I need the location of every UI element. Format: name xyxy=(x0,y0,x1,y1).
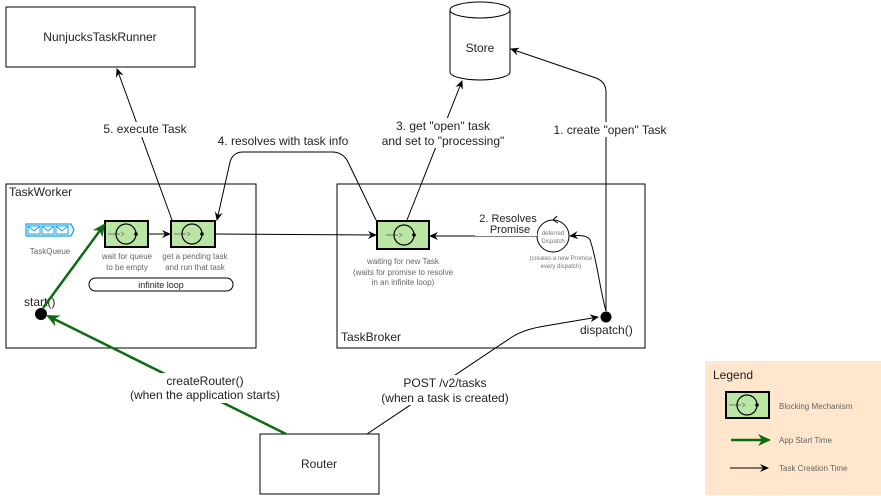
edge-get-open-task xyxy=(406,80,463,221)
svg-text:(when the application starts): (when the application starts) xyxy=(130,388,280,402)
waiting-caption-3: in an infinite loop) xyxy=(372,278,435,287)
dispatch-node[interactable]: dispatch() xyxy=(580,311,633,338)
legend-item-blocking: Blocking Mechanism xyxy=(725,391,853,419)
legend-title: Legend xyxy=(713,368,753,382)
cycle-arrow-icon xyxy=(552,215,559,224)
store-node[interactable]: Store xyxy=(449,1,511,81)
router-node[interactable]: Router xyxy=(259,433,380,495)
dispatch-label: dispatch() xyxy=(580,323,633,337)
start-label: start() xyxy=(24,295,55,309)
edge-start-to-wait xyxy=(41,223,106,309)
svg-text:POST /v2/tasks: POST /v2/tasks xyxy=(403,376,486,390)
svg-text:Blocking Mechanism: Blocking Mechanism xyxy=(779,402,853,411)
svg-text:4. resolves with task info: 4. resolves with task info xyxy=(218,134,349,148)
task-queue-icon xyxy=(25,223,75,237)
wait-queue-caption-1: wait for queue xyxy=(101,252,153,261)
task-worker-label: TaskWorker xyxy=(9,185,72,199)
svg-text:(when a task is created): (when a task is created) xyxy=(381,391,508,405)
nunjucks-task-runner-node[interactable]: NunjucksTaskRunner xyxy=(5,6,196,68)
svg-text:App Start Time: App Start Time xyxy=(779,436,832,445)
router-label: Router xyxy=(301,457,337,471)
svg-text:2. Resolves: 2. Resolves xyxy=(479,213,537,225)
waiting-caption-2: (waits for promise to resolve xyxy=(353,268,454,277)
wait-queue-caption-2: to be empty xyxy=(106,263,148,272)
nunjucks-task-runner-label: NunjucksTaskRunner xyxy=(43,30,156,44)
edge-execute-task xyxy=(115,68,173,221)
svg-text:5. execute Task: 5. execute Task xyxy=(103,122,187,136)
deferred-note-2: every dispatch) xyxy=(541,264,582,270)
label-step5: 5. execute Task xyxy=(100,122,190,137)
svg-text:1. create "open" Task: 1. create "open" Task xyxy=(553,123,667,137)
label-step1: 1. create "open" Task xyxy=(553,122,668,137)
label-step4: 4. resolves with task info xyxy=(215,134,350,149)
task-queue: TaskQueue xyxy=(25,223,75,256)
infinite-loop-badge: infinite loop xyxy=(88,277,234,292)
task-queue-label: TaskQueue xyxy=(30,247,71,256)
edge-post-tasks xyxy=(366,314,599,435)
label-step2: 2. Resolves Promise xyxy=(475,212,537,236)
svg-text:createRouter(): createRouter() xyxy=(166,374,243,388)
edge-pending-to-broker xyxy=(214,230,377,239)
svg-text:Promise: Promise xyxy=(490,224,530,236)
svg-text:Task Creation Time: Task Creation Time xyxy=(779,464,848,473)
waiting-for-new-task-mechanism[interactable]: waiting for new Task (waits for promise … xyxy=(353,220,454,287)
waiting-caption-1: waiting for new Task xyxy=(366,257,440,266)
legend: Legend Blocking Mechanism App Start Time… xyxy=(705,361,881,495)
svg-text:and set to "processing": and set to "processing" xyxy=(382,134,505,148)
store-label: Store xyxy=(466,41,495,55)
wait-for-queue-mechanism[interactable]: wait for queue to be empty xyxy=(101,220,153,272)
pending-caption-2: and run that task xyxy=(165,263,226,272)
legend-item-task-creation: Task Creation Time xyxy=(730,464,848,473)
svg-text:3. get "open" task: 3. get "open" task xyxy=(396,119,491,133)
label-post-tasks: POST /v2/tasks (when a task is created) xyxy=(377,375,512,405)
pending-caption-1: get a pending task xyxy=(162,252,228,261)
edge-dispatch-to-deferred xyxy=(569,231,607,312)
infinite-loop-label: infinite loop xyxy=(138,280,184,290)
start-node[interactable]: start() xyxy=(24,295,55,320)
deferred-dispatch-node[interactable]: deferred Dispatch (creates a new Promise… xyxy=(529,215,593,270)
deferred-note-1: (creates a new Promise xyxy=(529,256,593,262)
label-step3: 3. get "open" task and set to "processin… xyxy=(380,118,508,148)
task-broker-label: TaskBroker xyxy=(341,330,401,344)
deferred-label-2: Dispatch xyxy=(541,239,564,245)
edge-resolves-with-task-info xyxy=(214,151,377,221)
deferred-label-1: deferred xyxy=(542,231,564,237)
get-pending-task-mechanism[interactable]: get a pending task and run that task xyxy=(162,220,229,272)
label-create-router: createRouter() (when the application sta… xyxy=(125,373,285,403)
legend-item-app-start: App Start Time xyxy=(731,434,832,446)
edge-create-open-task xyxy=(510,47,607,311)
